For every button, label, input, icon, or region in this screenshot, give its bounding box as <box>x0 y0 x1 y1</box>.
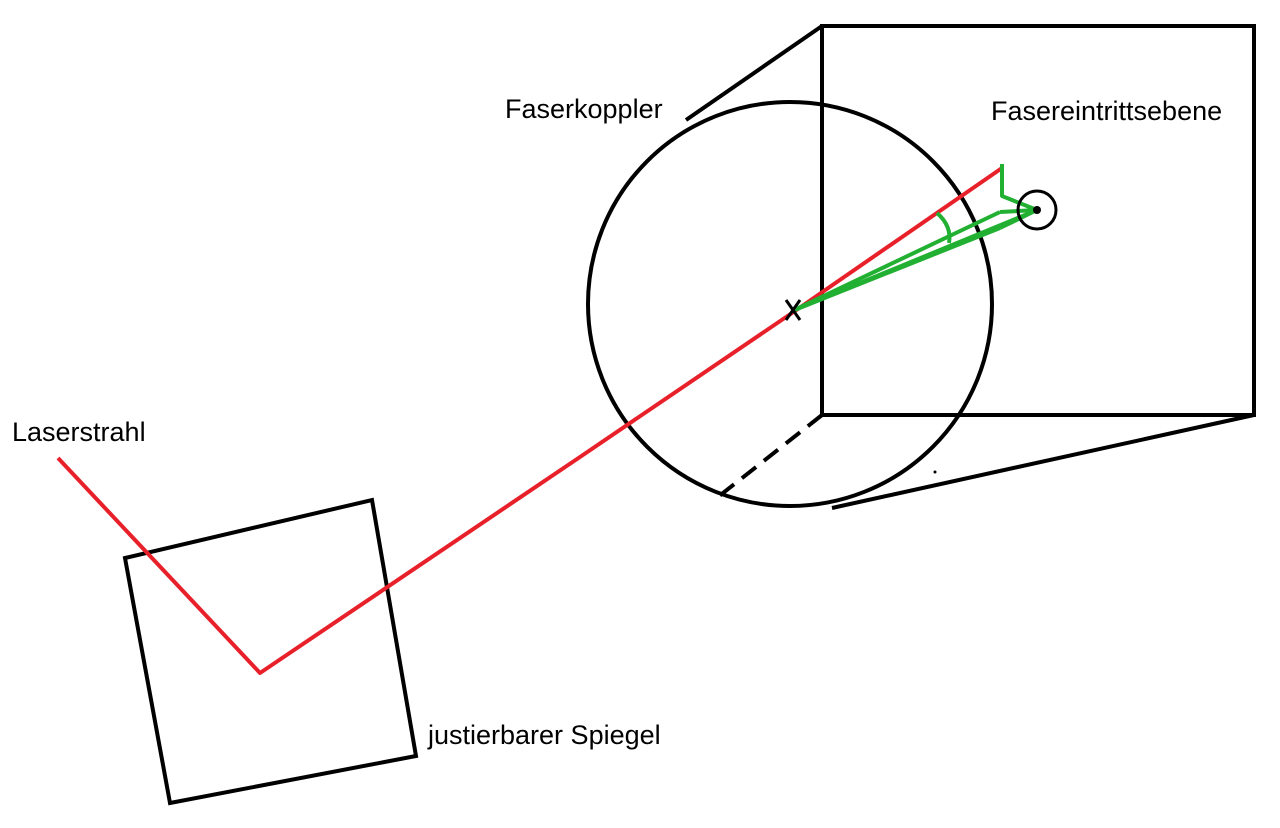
label-laserstrahl: Laserstrahl <box>12 417 146 447</box>
dashed-edge <box>716 413 824 499</box>
label-faserkoppler: Faserkoppler <box>505 94 663 124</box>
label-fasereintrittsebene: Fasereintrittsebene <box>991 96 1222 126</box>
label-justierbarer-spiegel: justierbarer Spiegel <box>427 720 661 750</box>
fiber-core-ring <box>1016 189 1058 231</box>
fiber-core-dot <box>1033 206 1041 214</box>
projection-line-top <box>684 24 824 122</box>
laser-beam <box>56 166 1004 675</box>
angle-construction <box>791 164 1038 313</box>
projection-line-bottom <box>831 413 1255 510</box>
stray-dot <box>933 470 937 474</box>
focal-point-cross <box>784 299 802 321</box>
mirror-square <box>122 497 419 806</box>
coupler-circle <box>586 100 994 508</box>
fiber-entry-plane-box <box>820 24 1256 417</box>
